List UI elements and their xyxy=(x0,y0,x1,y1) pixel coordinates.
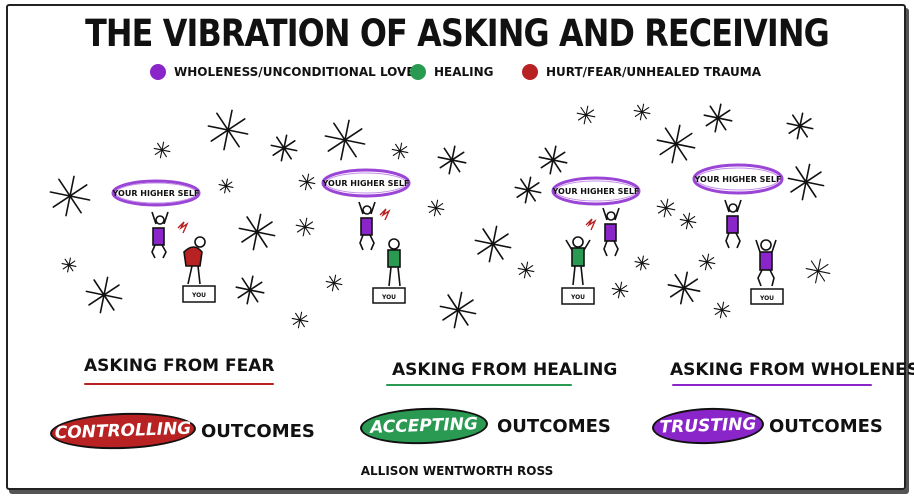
star-icon xyxy=(786,112,814,140)
pedestal-label: YOU xyxy=(570,294,585,301)
star-field xyxy=(49,103,831,329)
star-icon xyxy=(295,217,315,237)
section-heading-fear: ASKING FROM FEAR xyxy=(84,356,275,376)
star-icon xyxy=(656,198,676,218)
star-icon xyxy=(517,261,535,279)
you-figure-fear xyxy=(183,236,206,285)
section-heading-healing: ASKING FROM HEALING xyxy=(392,360,618,380)
higher-self-figure xyxy=(602,207,620,257)
pedestal xyxy=(372,287,406,304)
star-icon xyxy=(698,253,716,271)
star-icon xyxy=(61,257,77,273)
star-icon xyxy=(218,178,234,194)
section-underline-healing xyxy=(386,384,572,386)
star-icon xyxy=(634,255,650,271)
star-icon xyxy=(270,134,298,162)
legend: WHOLENESS/UNCONDITIONAL LOVE HEALING HUR… xyxy=(0,64,914,86)
star-icon xyxy=(538,145,568,175)
pedestal-label: YOU xyxy=(759,295,774,302)
star-icon xyxy=(703,103,733,133)
star-icon xyxy=(679,212,697,230)
star-icon xyxy=(207,109,249,151)
lightning-icon xyxy=(379,208,391,221)
pedestal xyxy=(561,287,595,305)
star-icon xyxy=(153,141,171,159)
lightning-icon xyxy=(585,218,597,231)
star-icon xyxy=(235,275,265,305)
higher-self-label: YOUR HIGHER SELF xyxy=(112,189,200,198)
section-underline-fear xyxy=(84,383,274,385)
page-frame xyxy=(6,4,906,490)
section-heading-wholeness: ASKING FROM WHOLENESS xyxy=(670,360,914,380)
higher-self-figure xyxy=(151,211,169,259)
star-icon xyxy=(437,145,467,175)
outcomes-label-wholeness: OUTCOMES xyxy=(769,416,883,437)
scene-healing: YOUR HIGHER SELF YOU xyxy=(321,168,411,304)
star-icon xyxy=(576,105,596,125)
star-icon xyxy=(474,225,512,263)
star-icon xyxy=(787,163,825,201)
star-icon xyxy=(713,301,731,319)
star-icon xyxy=(656,124,696,164)
star-icon xyxy=(514,176,542,204)
pedestal-label: YOU xyxy=(191,292,206,299)
higher-self-label: YOUR HIGHER SELF xyxy=(694,175,782,184)
higher-self-halo xyxy=(111,179,201,207)
you-figure-reaching xyxy=(565,236,591,286)
legend-label-wholeness: WHOLENESS/UNCONDITIONAL LOVE xyxy=(174,65,415,79)
you-figure-healing xyxy=(387,238,401,287)
outcomes-label-healing: OUTCOMES xyxy=(497,416,611,437)
lightning-icon xyxy=(177,221,189,234)
scene-healing-reaching: YOUR HIGHER SELF YOU xyxy=(551,176,641,305)
star-icon xyxy=(805,258,831,284)
higher-self-halo xyxy=(692,163,784,195)
star-icon xyxy=(49,175,91,217)
pedestal xyxy=(182,285,216,303)
higher-self-figure xyxy=(724,199,742,249)
legend-item-hurt: HURT/FEAR/UNHEALED TRAUMA xyxy=(522,64,761,80)
higher-self-label: YOUR HIGHER SELF xyxy=(322,179,410,188)
star-icon xyxy=(427,199,445,217)
star-icon xyxy=(391,142,409,160)
page-title: THE VIBRATION OF ASKING AND RECEIVING xyxy=(85,12,830,55)
star-icon xyxy=(291,311,309,329)
legend-dot-purple xyxy=(150,64,166,80)
legend-label-healing: HEALING xyxy=(434,65,494,79)
legend-item-healing: HEALING xyxy=(410,64,494,80)
higher-self-label: YOUR HIGHER SELF xyxy=(552,187,640,196)
star-icon xyxy=(238,213,276,251)
legend-dot-green xyxy=(410,64,426,80)
pedestal-label: YOU xyxy=(381,294,396,301)
star-icon xyxy=(85,276,123,314)
star-icon xyxy=(439,291,477,329)
star-icon xyxy=(633,103,651,121)
legend-dot-red xyxy=(522,64,538,80)
higher-self-halo xyxy=(551,176,641,206)
star-icon xyxy=(325,274,343,292)
star-icon xyxy=(667,271,701,305)
author-credit: ALLISON WENTWORTH ROSS xyxy=(360,464,554,478)
scene-wholeness: YOUR HIGHER SELF YOU xyxy=(692,163,784,305)
legend-item-wholeness: WHOLENESS/UNCONDITIONAL LOVE xyxy=(150,64,415,80)
higher-self-halo xyxy=(321,168,411,198)
legend-label-hurt: HURT/FEAR/UNHEALED TRAUMA xyxy=(546,65,761,79)
scene-fear: YOUR HIGHER SELF YOU xyxy=(111,179,216,303)
star-icon xyxy=(324,119,366,161)
outcomes-label-fear: OUTCOMES xyxy=(201,421,315,442)
pedestal xyxy=(750,288,784,305)
higher-self-figure xyxy=(358,201,376,251)
star-icon xyxy=(298,173,316,191)
star-icon xyxy=(611,281,629,299)
section-underline-wholeness xyxy=(672,384,872,386)
you-figure-wholeness xyxy=(755,239,777,287)
